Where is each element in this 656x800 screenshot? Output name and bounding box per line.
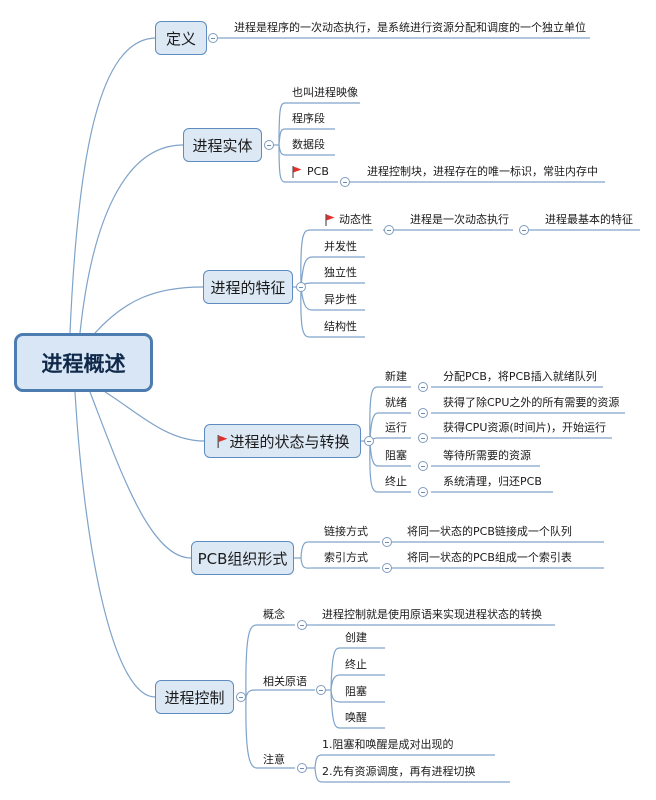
pcb-org-desc: 将同一状态的PCB链接成一个队列 xyxy=(407,525,572,538)
note-item: 1.阻塞和唤醒是成对出现的 xyxy=(322,738,454,751)
entity-item: 程序段 xyxy=(292,112,325,125)
collapse-icon[interactable] xyxy=(340,177,350,187)
feature-item: 结构性 xyxy=(324,320,357,333)
state-desc: 等待所需要的资源 xyxy=(443,449,531,462)
collapse-icon[interactable] xyxy=(418,487,428,497)
primitive-item: 创建 xyxy=(345,631,367,644)
root-node[interactable]: 进程概述 xyxy=(14,333,153,392)
collapse-icon[interactable] xyxy=(418,461,428,471)
branch-states[interactable]: 进程的状态与转换 xyxy=(204,424,361,458)
collapse-icon[interactable] xyxy=(316,685,326,695)
feature-item: 异步性 xyxy=(324,293,357,306)
entity-item: 数据段 xyxy=(292,138,325,151)
control-primitives-label: 相关原语 xyxy=(263,675,307,688)
collapse-icon[interactable] xyxy=(236,692,246,702)
state-desc: 分配PCB，将PCB插入就绪队列 xyxy=(443,370,597,383)
feature-item: 并发性 xyxy=(324,240,357,253)
branch-pcb-org[interactable]: PCB组织形式 xyxy=(191,541,294,575)
pcb-org-name: 链接方式 xyxy=(324,525,368,538)
branch-states-label: 进程的状态与转换 xyxy=(229,432,350,451)
flag-icon xyxy=(325,214,335,226)
state-desc: 获得了除CPU之外的所有需要的资源 xyxy=(443,396,620,409)
collapse-icon[interactable] xyxy=(418,433,428,443)
entity-item-pcb: PCB xyxy=(307,165,329,178)
pcb-description: 进程控制块，进程存在的唯一标识，常驻内存中 xyxy=(367,165,598,178)
pcb-org-desc: 将同一状态的PCB组成一个索引表 xyxy=(407,551,572,564)
state-desc: 获得CPU资源(时间片)，开始运行 xyxy=(443,421,606,434)
state-name: 运行 xyxy=(385,421,407,434)
state-name: 新建 xyxy=(385,370,407,383)
state-name: 就绪 xyxy=(385,396,407,409)
primitive-item: 阻塞 xyxy=(345,685,367,698)
collapse-icon[interactable] xyxy=(208,33,218,43)
feature-dynamic-desc: 进程是一次动态执行 xyxy=(410,213,509,226)
collapse-icon[interactable] xyxy=(384,225,394,235)
collapse-icon[interactable] xyxy=(264,140,274,150)
note-item: 2.先有资源调度，再有进程切换 xyxy=(322,765,476,778)
control-concept-desc: 进程控制就是使用原语来实现进程状态的转换 xyxy=(322,608,542,621)
feature-item: 独立性 xyxy=(324,266,357,279)
pcb-org-name: 索引方式 xyxy=(324,551,368,564)
collapse-icon[interactable] xyxy=(296,282,306,292)
state-desc: 系统清理，归还PCB xyxy=(443,475,542,488)
entity-item: 也叫进程映像 xyxy=(292,86,358,99)
control-notes-label: 注意 xyxy=(263,753,285,766)
collapse-icon[interactable] xyxy=(382,563,392,573)
primitive-item: 终止 xyxy=(345,658,367,671)
flag-icon xyxy=(217,435,228,448)
collapse-icon[interactable] xyxy=(519,225,529,235)
branch-control[interactable]: 进程控制 xyxy=(155,680,234,714)
primitive-item: 唤醒 xyxy=(345,711,367,724)
feature-dynamic-note: 进程最基本的特征 xyxy=(545,213,633,226)
branch-definition[interactable]: 定义 xyxy=(155,21,207,55)
collapse-icon[interactable] xyxy=(297,620,307,630)
control-concept-label: 概念 xyxy=(263,608,285,621)
branch-features[interactable]: 进程的特征 xyxy=(203,270,293,304)
collapse-icon[interactable] xyxy=(418,382,428,392)
state-name: 终止 xyxy=(385,475,407,488)
collapse-icon[interactable] xyxy=(297,763,307,773)
feature-item: 动态性 xyxy=(339,213,372,226)
collapse-icon[interactable] xyxy=(418,408,428,418)
state-name: 阻塞 xyxy=(385,449,407,462)
collapse-icon[interactable] xyxy=(382,537,392,547)
definition-text: 进程是程序的一次动态执行，是系统进行资源分配和调度的一个独立单位 xyxy=(234,21,586,34)
collapse-icon[interactable] xyxy=(364,436,374,446)
branch-entity[interactable]: 进程实体 xyxy=(183,128,262,162)
flag-icon xyxy=(292,166,302,178)
